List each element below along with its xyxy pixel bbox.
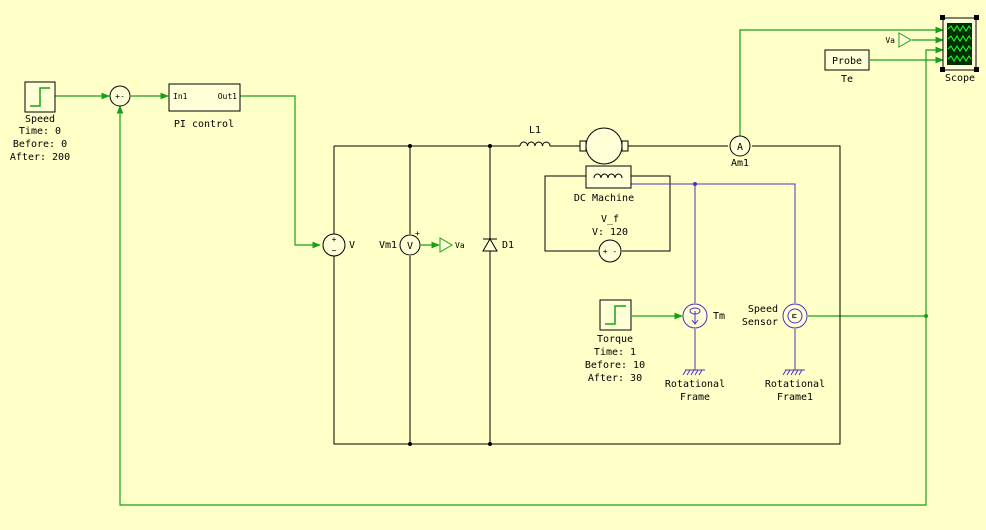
sum-signs: +- [115,92,125,101]
dc-machine[interactable] [579,127,632,189]
diode[interactable] [482,238,498,252]
inductor[interactable] [519,141,551,147]
pi-control-name: PI control [174,119,234,130]
pi-in-port: In1 [173,92,188,101]
va-tag-top[interactable] [898,32,912,48]
field-source-name: V_f [601,214,619,225]
torque-source-name: Tm [713,311,725,322]
torque-step-before: Before: 10 [585,360,645,371]
speed-sensor-name-line2: Sensor [742,317,778,328]
va-tag-mid-label: Va [455,241,465,250]
speed-sensor[interactable]: ω [782,303,808,329]
speed-step-block[interactable] [24,81,56,113]
rotational-frame1-ground[interactable] [782,369,805,376]
vsource-name: V [349,240,355,251]
torque-step-after: After: 30 [588,373,642,384]
ammeter-glyph: A [737,142,743,153]
vsource-minus: − [332,246,337,255]
mech-junction-dot [693,182,697,186]
signal-wires [55,26,944,506]
inductor-name: L1 [529,125,541,136]
dc-machine-name: DC Machine [574,193,634,204]
probe-block[interactable]: Probe [824,49,870,71]
speed-step-after: After: 200 [10,152,70,163]
probe-name: Probe [832,56,862,67]
va-tag-mid[interactable] [439,237,453,253]
pi-control-block[interactable]: In1 Out1 [168,83,241,112]
frame-name-line1: Rotational [665,379,725,390]
field-source-polarity: + - [603,247,617,256]
voltmeter-name: Vm1 [379,240,397,251]
speed-sensor-name-line1: Speed [748,304,778,315]
speed-sensor-glyph: ω [790,314,799,319]
pi-out-port: Out1 [218,92,237,101]
voltmeter-plus: + [415,229,420,238]
torque-step-block[interactable] [599,299,632,331]
wire-am-to-scope[interactable] [739,26,944,146]
torque-source[interactable] [682,303,708,329]
scope-name: Scope [945,73,975,84]
vsource-plus: + [332,235,337,244]
frame1-name-line1: Rotational [765,379,825,390]
junction-dots [408,144,492,446]
wire-feedback-loop[interactable] [116,105,927,506]
wire-pi-to-source[interactable] [240,95,321,249]
junction-dot [924,314,928,318]
wire-speed-to-scope[interactable] [925,46,944,316]
ammeter-name: Am1 [731,158,749,169]
rotational-frame-ground[interactable] [682,369,705,376]
speed-step-before: Before: 0 [13,139,67,150]
va-tag-top-label: Va [885,36,895,45]
voltage-source[interactable]: + − [322,233,346,257]
frame1-name-line2: Frame1 [777,392,813,403]
field-source[interactable]: + - [598,239,622,263]
probe-signal: Te [841,74,853,85]
electrical-wires [333,145,841,445]
diode-name: D1 [502,240,514,251]
voltmeter-glyph: V [407,241,413,252]
torque-step-name: Torque [597,334,633,345]
frame-name-line2: Frame [680,392,710,403]
field-source-value: V: 120 [592,227,628,238]
mechanical-wires [631,183,796,370]
scope-block[interactable] [940,15,979,72]
sum-block[interactable]: +- [109,85,131,107]
ammeter[interactable]: A [729,135,751,157]
voltmeter[interactable]: V + [399,229,421,256]
speed-step-time: Time: 0 [19,126,61,137]
speed-step-name: Speed [25,114,55,125]
torque-step-time: Time: 1 [594,347,636,358]
